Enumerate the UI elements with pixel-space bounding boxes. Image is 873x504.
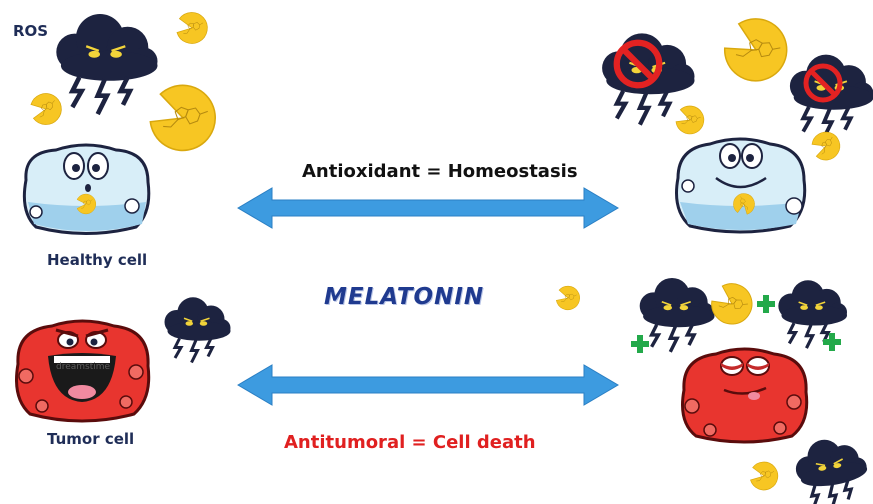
melatonin-pacman-icon bbox=[175, 9, 211, 47]
healthy-cell-icon bbox=[675, 137, 807, 234]
tumor-cell-icon bbox=[15, 319, 151, 423]
ros-cloud-icon bbox=[776, 278, 849, 350]
plus-icon bbox=[757, 295, 775, 313]
ros-cloud-icon bbox=[789, 431, 873, 504]
melatonin-pacman-icon bbox=[715, 8, 799, 93]
melatonin-pacman-icon bbox=[809, 127, 845, 164]
plus-icon bbox=[631, 335, 649, 353]
antioxidant-label: Antioxidant = Homeostasis bbox=[302, 161, 578, 182]
double-arrow-icon bbox=[237, 364, 619, 406]
ros-label: ROS bbox=[13, 22, 49, 40]
watermark: dreamstime bbox=[56, 362, 111, 372]
healthy-cell-label: Healthy cell bbox=[47, 251, 148, 269]
melatonin-pacman-icon bbox=[29, 90, 65, 128]
melatonin-pacman-icon bbox=[143, 76, 226, 161]
ros-cloud-icon bbox=[56, 14, 157, 114]
tumor-cell-label: Tumor cell bbox=[47, 430, 135, 448]
tumor-cell-icon bbox=[681, 347, 809, 444]
healthy-cell-icon bbox=[22, 143, 151, 235]
melatonin-pacman-icon bbox=[673, 102, 709, 139]
melatonin-pacman-icon bbox=[554, 283, 583, 313]
double-arrow-icon bbox=[237, 187, 619, 229]
melatonin-title: MELATONIN bbox=[324, 284, 485, 310]
ros-cloud-icon bbox=[163, 295, 232, 364]
ros-cloud-icon bbox=[638, 276, 717, 354]
antitumoral-label: Antitumoral = Cell death bbox=[284, 432, 536, 453]
melatonin-pacman-icon bbox=[705, 276, 761, 333]
melatonin-pacman-icon bbox=[748, 459, 781, 493]
